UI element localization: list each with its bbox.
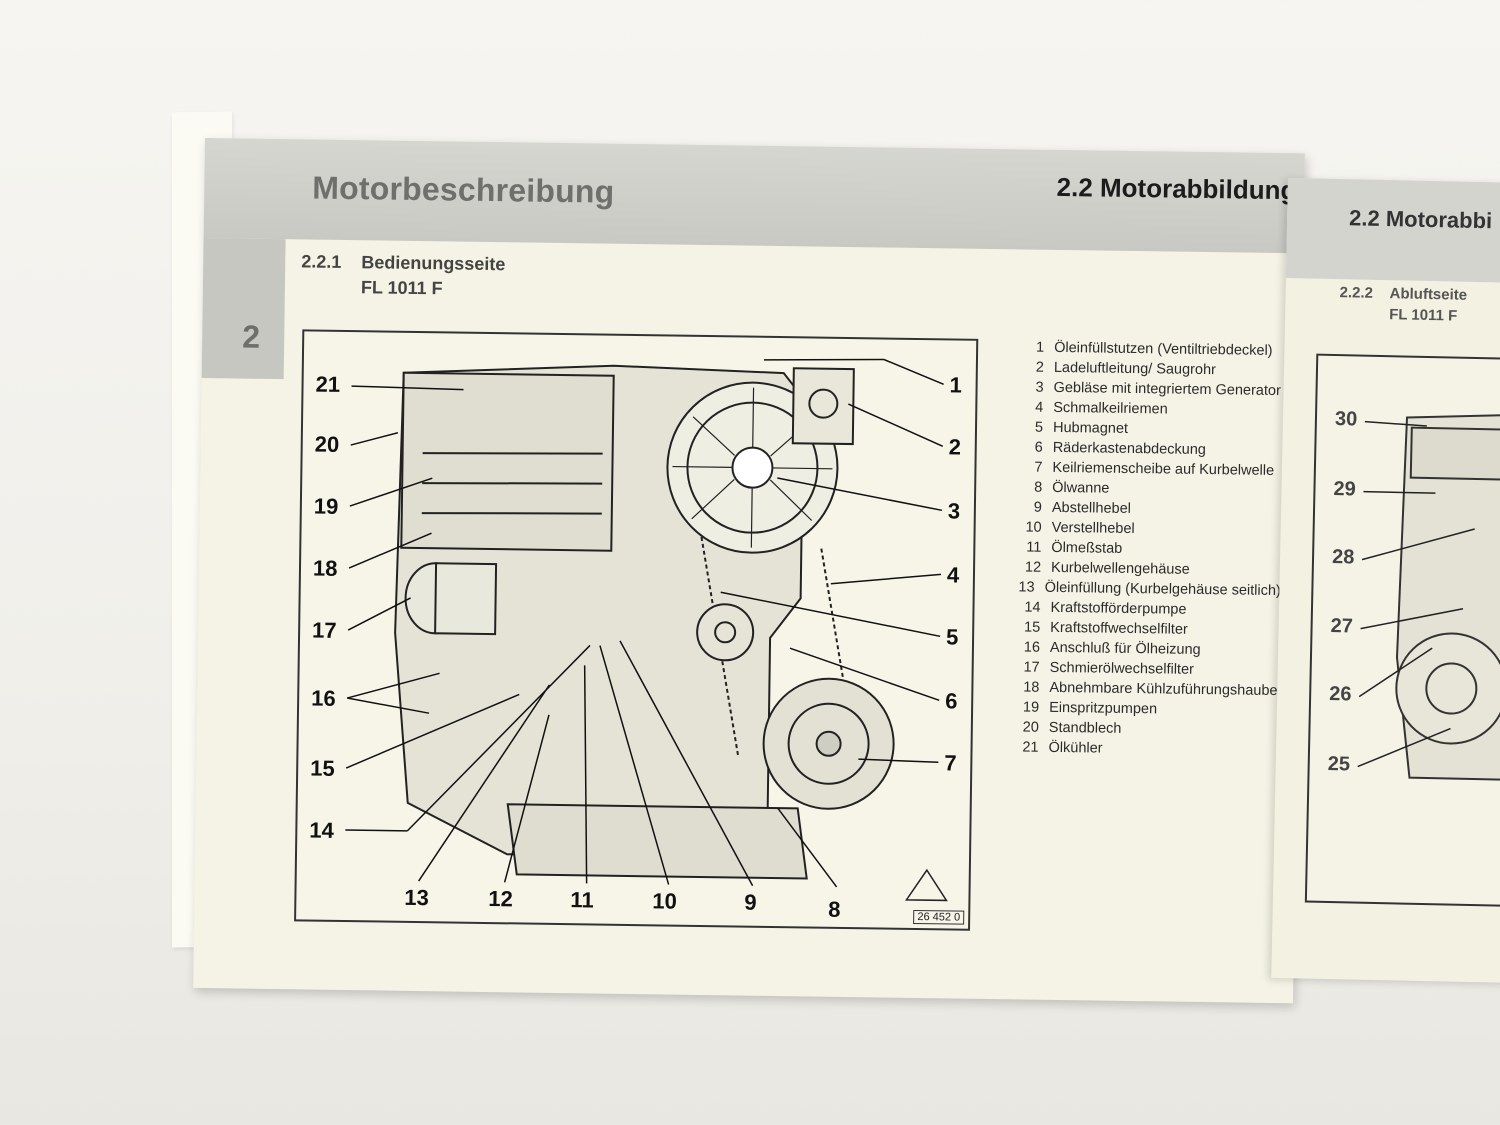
legend-label: Schmalkeilriemen: [1053, 399, 1168, 418]
callout-2: 2: [948, 434, 962, 460]
legend-number: 2: [1035, 359, 1044, 376]
callout-17: 17: [311, 617, 337, 643]
legend-label: Standblech: [1048, 719, 1122, 737]
callout-19: 19: [313, 493, 339, 519]
callout-6: 6: [945, 688, 958, 714]
section-title: 2.2 Motorabbildung: [1056, 171, 1297, 206]
right-subsection-number: 2.2.2: [1339, 284, 1374, 302]
callout-15: 15: [310, 755, 335, 781]
right-subsection-title: Abluftseite: [1389, 285, 1468, 304]
right-section-title: 2.2 Motorabbi: [1348, 205, 1493, 234]
callout-21: 21: [315, 371, 341, 397]
callout-10: 10: [652, 888, 678, 914]
legend-number: 9: [1033, 499, 1043, 516]
chapter-tab: [201, 237, 286, 380]
subsection-title: Bedienungsseite: [361, 252, 506, 275]
right-page: 2.2 Motorabbi 2.2.2 Abluftseite FL 1011 …: [1271, 178, 1500, 984]
legend-label: Ölmeßstab: [1051, 539, 1123, 557]
legend-number: 20: [1022, 719, 1039, 736]
legend-item: 21 Ölkühler: [1008, 739, 1278, 763]
callout-30: 30: [1334, 408, 1358, 431]
legend-number: 14: [1024, 599, 1041, 616]
right-header-band: 2.2 Motorabbi: [1285, 178, 1500, 284]
callout-4: 4: [946, 562, 960, 588]
callout-29: 29: [1333, 478, 1356, 501]
legend-label: Hubmagnet: [1052, 419, 1129, 437]
legend-number: 11: [1026, 539, 1042, 556]
legend-label: Räderkastenabdeckung: [1052, 439, 1207, 459]
legend-label: Verstellhebel: [1051, 519, 1135, 538]
header-band: Motorbeschreibung 2.2 Motorabbildung: [203, 138, 1305, 254]
legend-number: 5: [1034, 419, 1044, 436]
legend-number: 18: [1023, 679, 1040, 696]
legend-label: Kraftstoffwechselfilter: [1050, 619, 1188, 638]
legend-number: 10: [1025, 519, 1042, 536]
engine-model: FL 1011 F: [360, 277, 443, 299]
legend-number: 15: [1023, 619, 1041, 636]
right-engine-model: FL 1011 F: [1388, 306, 1458, 325]
legend-number: 4: [1035, 399, 1044, 416]
callout-14: 14: [309, 817, 335, 843]
callout-27: 27: [1330, 614, 1354, 638]
chapter-title: Motorbeschreibung: [312, 169, 615, 210]
callout-8: 8: [828, 896, 841, 922]
callout-20: 20: [314, 431, 340, 457]
legend-number: 17: [1023, 659, 1040, 676]
engine-diagram: 21 20 19 18 17 16 15 14 13 12 11 10 9 8 …: [294, 329, 979, 931]
callout-25: 25: [1327, 752, 1351, 776]
legend-number: 8: [1034, 479, 1043, 496]
callout-16: 16: [311, 685, 336, 711]
callout-9: 9: [744, 889, 757, 915]
legend-number: 6: [1034, 439, 1043, 456]
legend-label: Einspritzpumpen: [1049, 699, 1158, 718]
subsection-number: 2.2.1: [301, 251, 342, 272]
legend-number: 19: [1022, 699, 1040, 716]
right-engine-illustration: [1357, 413, 1500, 782]
legend-label: Abstellhebel: [1051, 499, 1132, 517]
figure-id: 26 452 0: [913, 909, 965, 925]
callout-7: 7: [944, 750, 957, 776]
callout-11: 11: [570, 887, 594, 913]
legend-label: Ölwanne: [1052, 479, 1110, 497]
callout-12: 12: [488, 886, 514, 912]
legend-number: 16: [1023, 639, 1041, 656]
legend-number: 21: [1022, 739, 1039, 756]
legend-number: 7: [1034, 459, 1043, 476]
callout-1: 1: [949, 372, 963, 398]
right-engine-diagram: 30 29 28 27 26 25: [1304, 353, 1500, 909]
legend-label: Kraftstofförderpumpe: [1050, 599, 1187, 618]
legend-number: 13: [1018, 579, 1035, 596]
legend-number: 12: [1024, 559, 1042, 576]
legend-number: 3: [1035, 379, 1044, 396]
legend-label: Anschluß für Ölheizung: [1049, 639, 1201, 658]
engine-illustration: [345, 358, 948, 902]
callout-13: 13: [404, 884, 430, 911]
callout-28: 28: [1331, 546, 1355, 569]
callout-26: 26: [1328, 682, 1352, 706]
chapter-tab-number: 2: [241, 318, 261, 355]
left-page: Motorbeschreibung 2.2 Motorabbildung 2 2…: [193, 138, 1305, 1004]
callout-3: 3: [947, 498, 961, 524]
legend-number: 1: [1035, 339, 1045, 356]
callout-18: 18: [312, 555, 338, 581]
legend-label: Ölkühler: [1048, 739, 1103, 757]
callout-5: 5: [945, 624, 959, 650]
legend-label: Kurbelwellengehäuse: [1050, 559, 1190, 578]
legend-label: Ladeluftleitung/ Saugrohr: [1053, 359, 1217, 379]
legend-label: Schmierölwechselfilter: [1049, 659, 1195, 678]
